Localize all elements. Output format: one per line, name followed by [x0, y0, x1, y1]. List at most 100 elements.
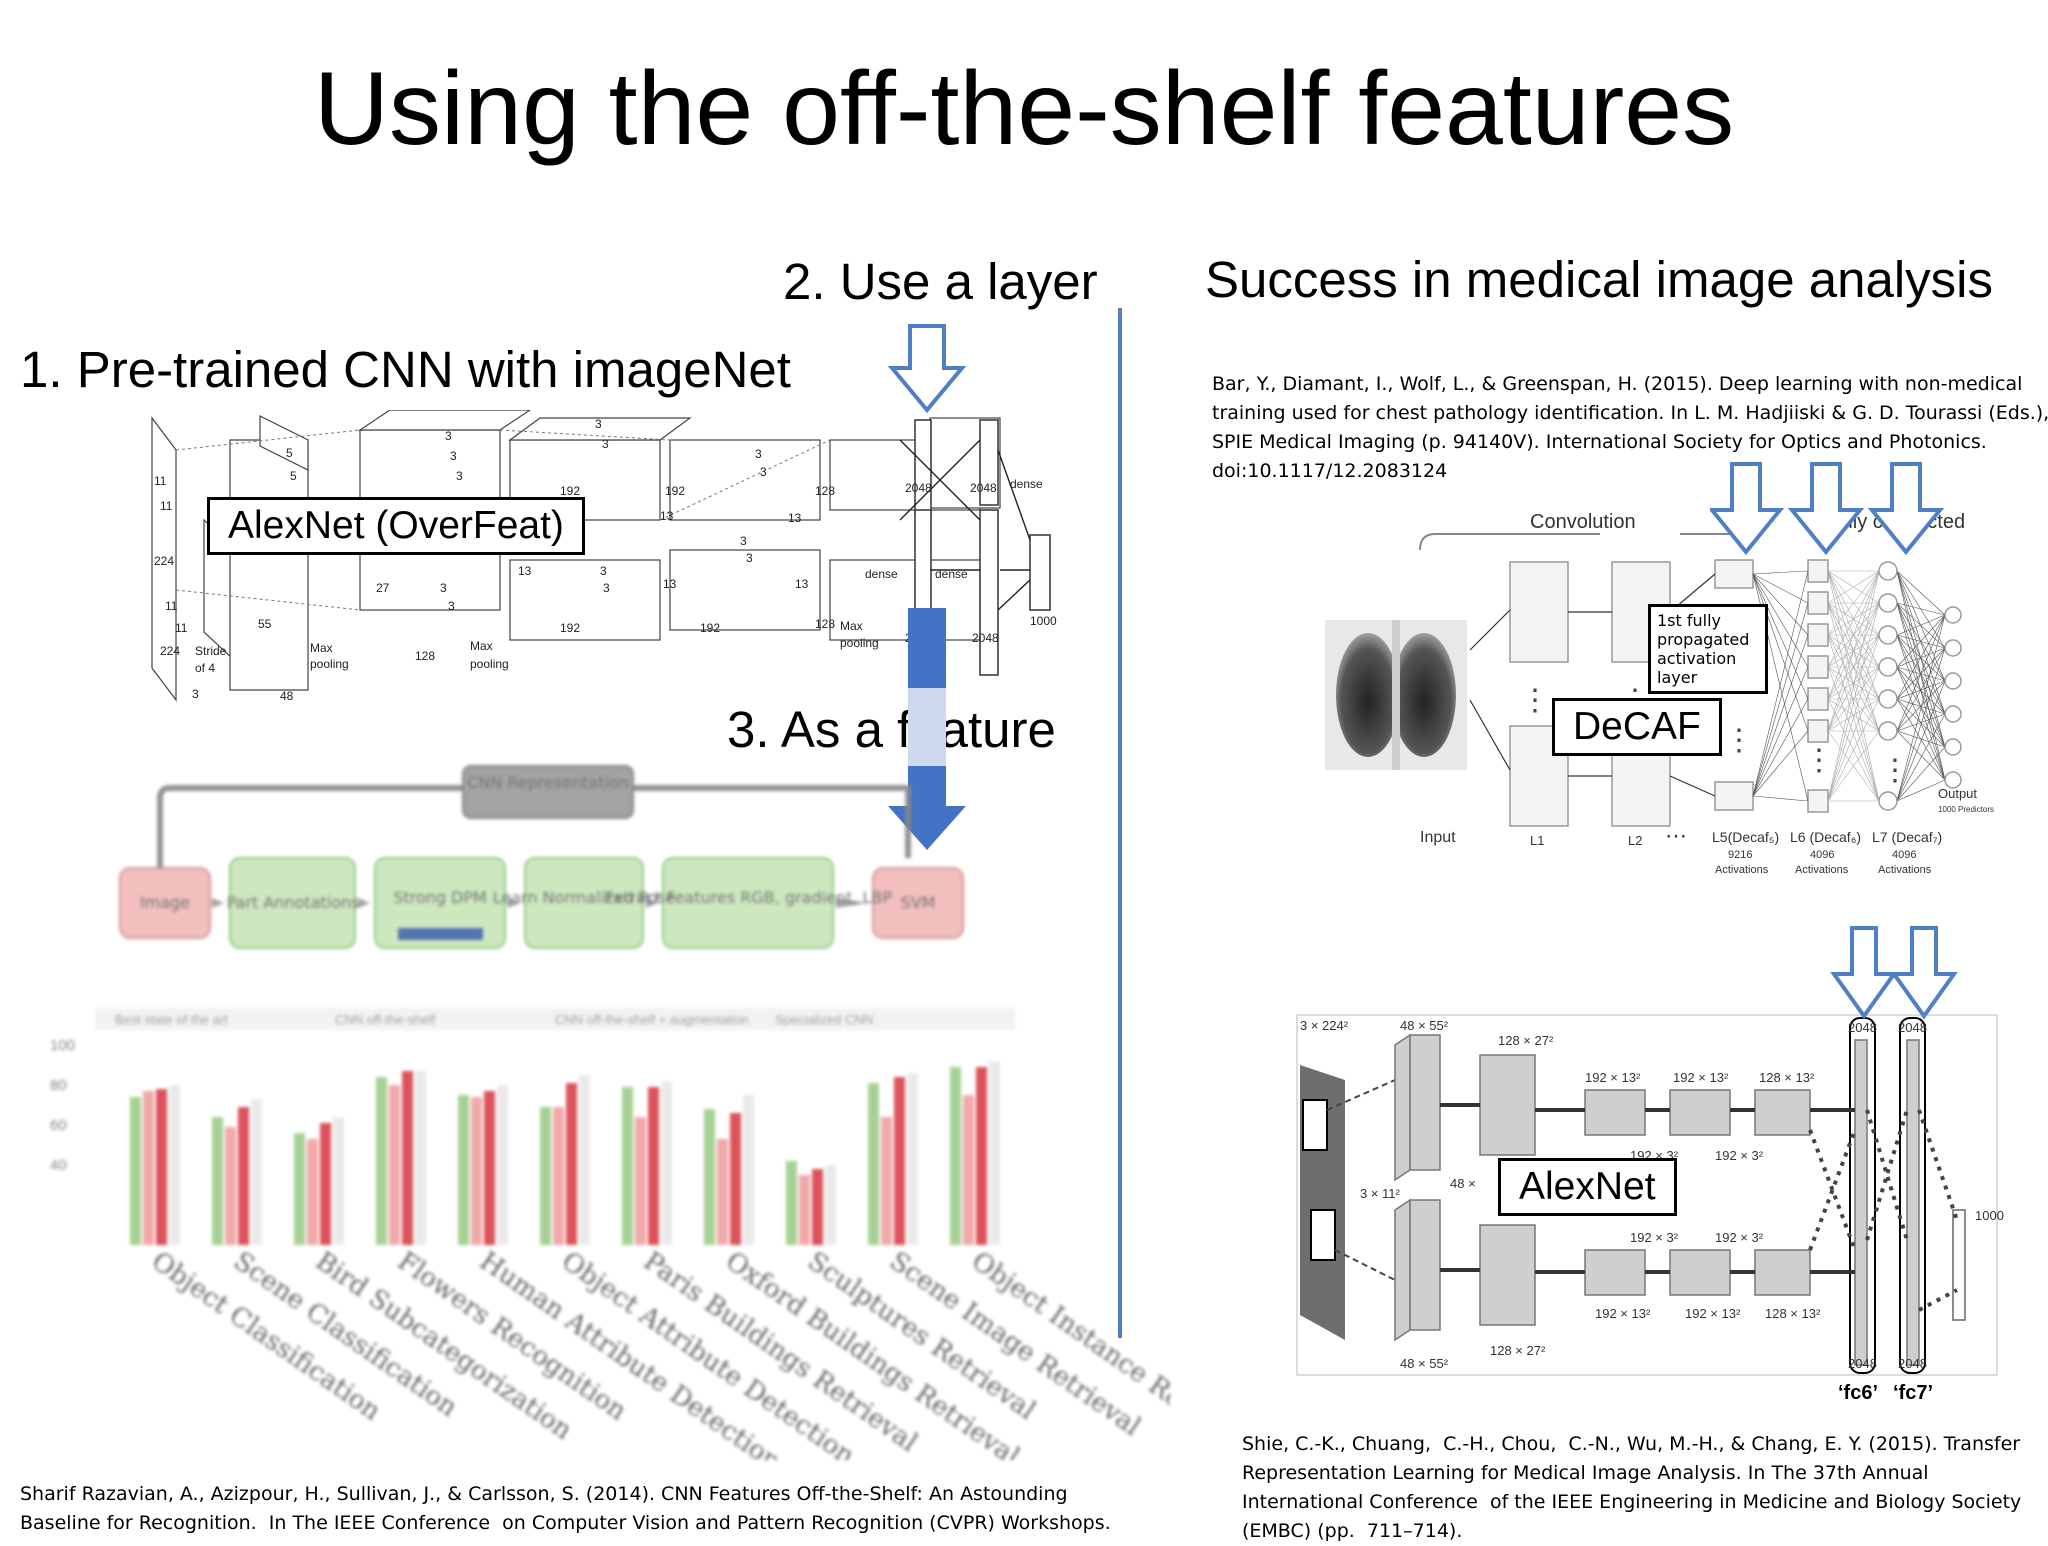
bar	[950, 1067, 961, 1245]
svg-text:128 × 27²: 128 × 27²	[1490, 1343, 1546, 1358]
decaf-arrows-icon	[1710, 462, 1945, 556]
slide-title: Using the off-the-shelf features	[313, 51, 1735, 167]
svg-text:of 4: of 4	[195, 661, 215, 675]
decaf-l1-label: L1	[1530, 833, 1544, 848]
svg-text:192 × 3²: 192 × 3²	[1630, 1230, 1679, 1245]
svg-text:11: 11	[154, 474, 167, 488]
decaf-l6-label: L6 (Decaf₆)	[1790, 829, 1861, 845]
decaf-l2-label: L2	[1628, 833, 1642, 848]
bar	[238, 1107, 249, 1245]
svg-text:⋮: ⋮	[1520, 684, 1550, 717]
fc6-label: ‘fc6’	[1838, 1382, 1879, 1404]
svg-text:3: 3	[450, 449, 457, 463]
svg-text:3: 3	[595, 417, 602, 431]
svg-text:192 × 13²: 192 × 13²	[1673, 1070, 1729, 1085]
bar	[225, 1127, 236, 1245]
svg-text:2048: 2048	[1848, 1020, 1877, 1035]
svg-text:192: 192	[560, 484, 580, 498]
bar	[458, 1095, 469, 1245]
svg-text:⋮: ⋮	[1724, 724, 1754, 757]
svg-text:13: 13	[660, 509, 674, 523]
bar	[648, 1087, 659, 1245]
bar	[579, 1075, 590, 1245]
pipeline-figure: CNN Representation Image Part Annotation…	[119, 765, 964, 949]
svg-text:Stride: Stride	[195, 644, 227, 658]
bar	[169, 1085, 180, 1245]
pipeline-image-label: Image	[140, 893, 190, 912]
svg-text:3: 3	[440, 581, 447, 595]
pipeline-features-label: Extract Features RGB, gradient, LBP	[604, 888, 892, 907]
svg-text:192 × 13²: 192 × 13²	[1685, 1306, 1741, 1321]
bar	[730, 1113, 741, 1245]
svg-text:1000: 1000	[1030, 614, 1057, 628]
bar	[976, 1067, 987, 1245]
svg-text:dense: dense	[935, 567, 968, 581]
svg-text:⋮: ⋮	[1880, 754, 1910, 787]
svg-text:128: 128	[815, 484, 835, 498]
svg-text:2048: 2048	[970, 481, 997, 495]
pipeline-parts-label: Part Annotations	[227, 893, 360, 912]
decaf-l7-label: L7 (Decaf₇)	[1872, 829, 1942, 845]
bar	[415, 1071, 426, 1245]
reference-right-top: Bar, Y., Diamant, I., Wolf, L., & Greens…	[1212, 373, 2048, 482]
alexnet-arrows-icon	[1830, 926, 1958, 1020]
svg-text:2048: 2048	[905, 481, 932, 495]
bar	[799, 1175, 810, 1245]
svg-text:⋮: ⋮	[1804, 744, 1834, 777]
bar	[786, 1161, 797, 1245]
pipeline-svm-label: SVM	[901, 893, 936, 912]
down-arrow-outline-icon	[888, 324, 966, 414]
bar	[881, 1117, 892, 1245]
bar	[156, 1089, 167, 1245]
bar	[497, 1085, 508, 1245]
legend-entry: CNN off-the-shelf + augmentation	[555, 1012, 749, 1027]
svg-text:3: 3	[602, 437, 609, 451]
svg-text:13: 13	[663, 577, 677, 591]
svg-text:Max: Max	[470, 639, 493, 653]
svg-text:3: 3	[192, 687, 199, 701]
bar	[212, 1117, 223, 1245]
svg-text:192 × 3²: 192 × 3²	[1715, 1148, 1764, 1163]
bar	[812, 1169, 823, 1245]
vertical-divider	[1118, 308, 1122, 1338]
bar	[553, 1107, 564, 1245]
svg-text:48: 48	[280, 689, 294, 703]
svg-text:5: 5	[290, 469, 297, 483]
svg-text:224: 224	[154, 554, 174, 568]
svg-text:13: 13	[518, 564, 532, 578]
svg-text:192 × 3²: 192 × 3²	[1715, 1230, 1764, 1245]
bar	[704, 1109, 715, 1245]
svg-text:pooling: pooling	[310, 657, 349, 671]
svg-text:⋯: ⋯	[1665, 823, 1687, 848]
svg-text:dense: dense	[1010, 477, 1043, 491]
bar	[251, 1099, 262, 1245]
svg-text:3: 3	[603, 581, 610, 595]
svg-text:3: 3	[600, 564, 607, 578]
svg-text:11: 11	[175, 621, 188, 635]
svg-text:27: 27	[376, 581, 390, 595]
bar	[566, 1083, 577, 1245]
decaf-n4096b: 4096	[1892, 849, 1916, 861]
svg-text:2048: 2048	[1848, 1356, 1877, 1371]
svg-text:128 × 13²: 128 × 13²	[1759, 1070, 1815, 1085]
svg-text:192 × 13²: 192 × 13²	[1595, 1306, 1651, 1321]
bar	[963, 1095, 974, 1245]
feature-bar-top	[908, 608, 946, 688]
decaf-n9216: 9216	[1728, 849, 1752, 861]
bar	[868, 1083, 879, 1245]
step-1-heading: 1. Pre-trained CNN with imageNet	[20, 341, 791, 398]
pipeline-pose-label: Learn Normalized Pose	[493, 888, 676, 907]
svg-text:192 × 13²: 192 × 13²	[1585, 1070, 1641, 1085]
bar	[989, 1061, 1000, 1245]
bar	[907, 1073, 918, 1245]
svg-text:Max: Max	[310, 641, 333, 655]
reference-right-bottom: Shie, C.-K., Chuang, C.-H., Chou, C.-N.,…	[1242, 1433, 2022, 1542]
bar	[471, 1097, 482, 1245]
svg-text:2048: 2048	[972, 631, 999, 645]
right-heading: Success in medical image analysis	[1205, 251, 1994, 308]
svg-text:128: 128	[815, 617, 835, 631]
svg-text:dense: dense	[865, 567, 898, 581]
legend-entry: CNN off-the-shelf	[335, 1012, 436, 1027]
feature-bar-mid	[908, 688, 946, 766]
